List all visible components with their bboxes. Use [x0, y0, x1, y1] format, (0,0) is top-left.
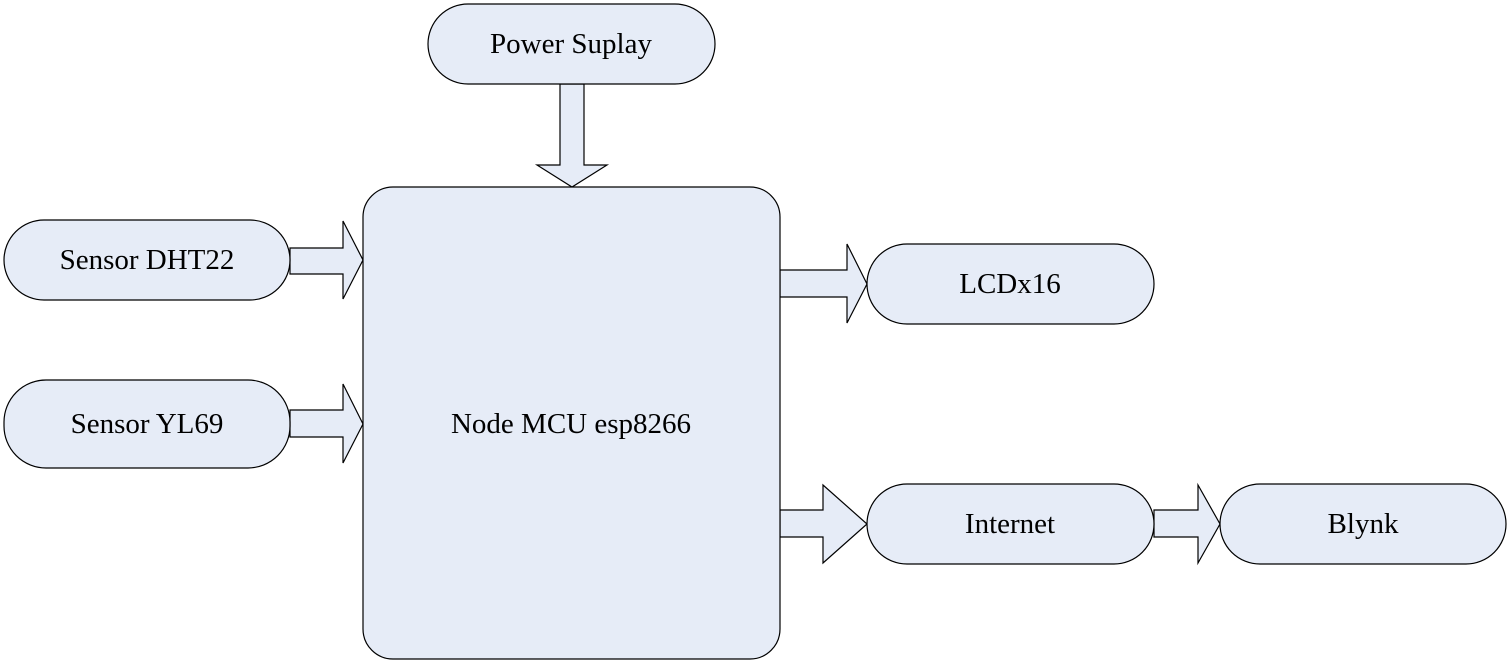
node-sensor-dht22: Sensor DHT22 — [3, 219, 291, 301]
node-sensor-yl69-label: Sensor YL69 — [71, 408, 224, 440]
node-lcd-label: LCDx16 — [959, 268, 1061, 300]
arrow-dht22-to-mcu — [289, 220, 364, 300]
arrow-mcu-to-internet — [779, 483, 868, 565]
node-lcd: LCDx16 — [866, 243, 1155, 325]
node-sensor-dht22-label: Sensor DHT22 — [60, 244, 235, 276]
node-power-supply-label: Power Suplay — [490, 28, 652, 60]
node-blynk-label: Blynk — [1328, 508, 1399, 540]
arrow-yl69-to-mcu — [289, 383, 364, 464]
node-mcu-label: Node MCU esp8266 — [451, 408, 691, 440]
node-mcu: Node MCU esp8266 — [362, 186, 781, 660]
arrow-mcu-to-lcd — [779, 243, 868, 324]
node-internet: Internet — [866, 483, 1155, 565]
node-blynk: Blynk — [1219, 483, 1507, 565]
node-internet-label: Internet — [965, 508, 1055, 540]
arrow-power-to-mcu — [534, 83, 610, 188]
node-sensor-yl69: Sensor YL69 — [3, 379, 291, 469]
node-power-supply: Power Suplay — [427, 3, 716, 85]
arrow-internet-to-blynk — [1153, 482, 1221, 566]
